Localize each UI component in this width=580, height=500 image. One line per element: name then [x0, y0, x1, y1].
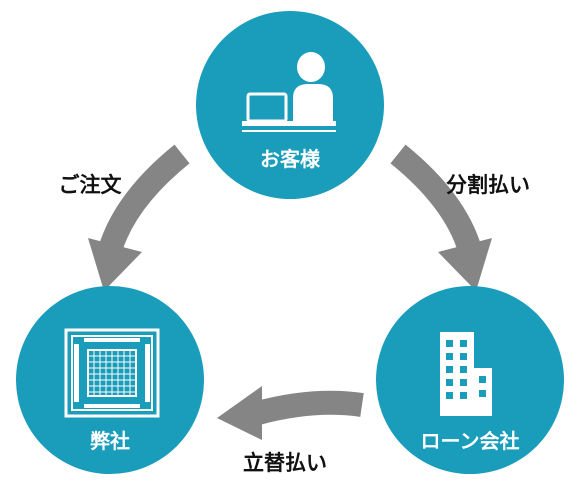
arrow-advance-payment — [217, 386, 364, 440]
loan-company-node: ローン会社 — [376, 286, 564, 474]
person-at-laptop-icon — [242, 52, 336, 132]
installment-label: 分割払い — [446, 173, 530, 197]
order-label: ご注文 — [59, 173, 123, 197]
ceiling-cassette-air-conditioner-icon — [64, 328, 160, 418]
customer-label: お客様 — [260, 147, 321, 171]
customer-node: お客様 — [196, 11, 384, 199]
office-building-icon — [440, 332, 492, 416]
loan-company-label: ローン会社 — [421, 429, 520, 453]
company-node: 弊社 — [16, 286, 204, 474]
arrow-installment — [390, 144, 492, 291]
advance-payment-label: 立替払い — [243, 451, 327, 475]
arrow-order — [88, 144, 190, 291]
company-label: 弊社 — [90, 429, 130, 453]
